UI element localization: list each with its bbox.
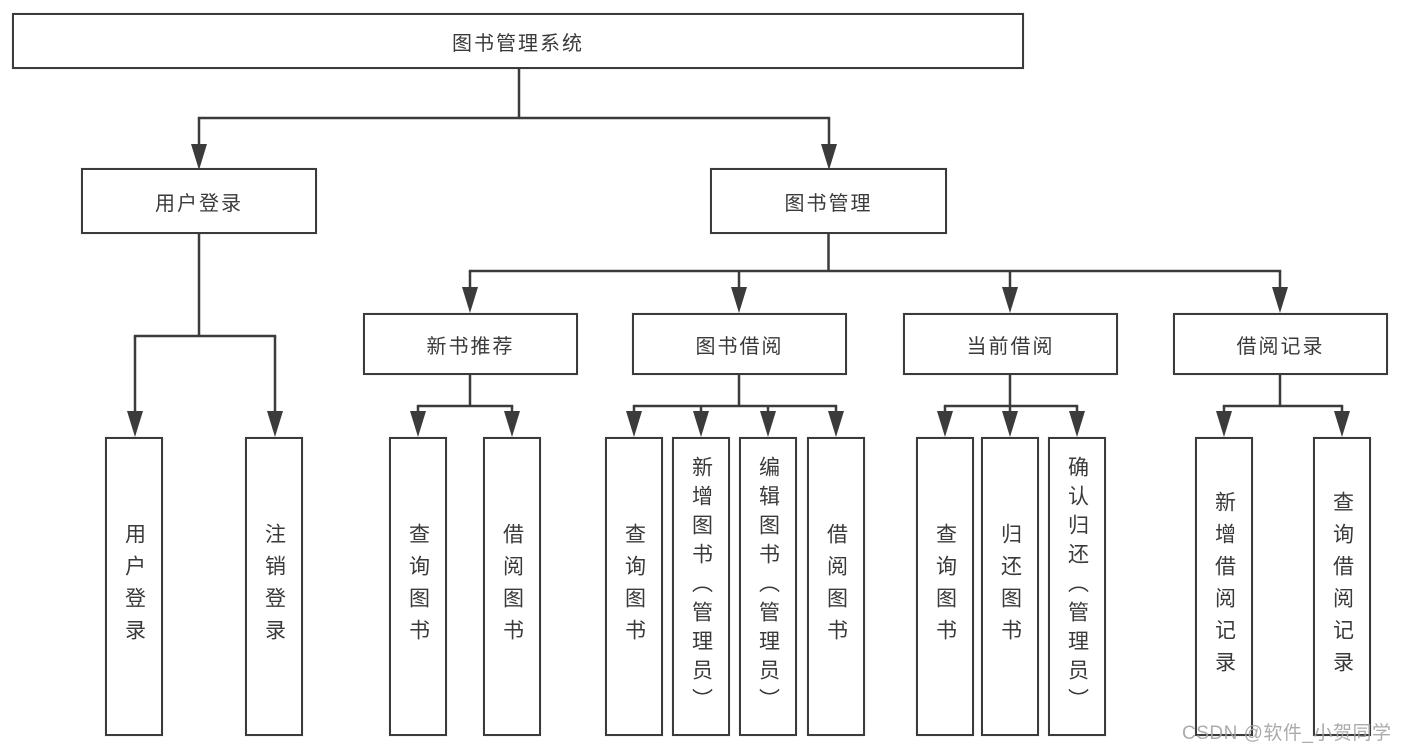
node-borrow-records: 借阅记录 — [1173, 313, 1388, 375]
leaf-logout: 注销登录 — [245, 437, 303, 736]
node-new-book-recommend-label: 新书推荐 — [426, 335, 515, 358]
leaf-query-borrow-record-label: 查询借阅记录 — [1330, 490, 1354, 683]
leaf-confirm-return-admin-label: 确认归还（管理员） — [1065, 456, 1089, 717]
leaf-edit-book-admin-label: 编辑图书（管理员） — [756, 456, 780, 717]
leaf-edit-book-admin: 编辑图书（管理员） — [739, 437, 797, 736]
connector-new-book-recommend-to-leaves — [410, 375, 520, 437]
leaf-add-borrow-record-label: 新增借阅记录 — [1212, 490, 1236, 683]
node-user-login-label: 用户登录 — [155, 192, 243, 215]
node-book-borrow: 图书借阅 — [632, 313, 847, 375]
connector-current-borrow-to-leaves — [937, 375, 1085, 437]
leaf-return-books: 归还图书 — [981, 437, 1039, 736]
leaf-add-book-admin-label: 新增图书（管理员） — [689, 456, 713, 717]
leaf-return-books-label: 归还图书 — [998, 522, 1022, 651]
leaf-borrow-books-recommend-label: 借阅图书 — [500, 522, 524, 651]
leaf-query-books-borrow-label: 查询图书 — [622, 522, 646, 651]
connector-book-management-to-level3 — [462, 234, 1288, 313]
node-root-system: 图书管理系统 — [12, 13, 1024, 69]
leaf-query-books-recommend: 查询图书 — [389, 437, 447, 736]
leaf-query-books-recommend-label: 查询图书 — [406, 522, 430, 651]
leaf-logout-label: 注销登录 — [262, 522, 286, 651]
node-current-borrow: 当前借阅 — [903, 313, 1118, 375]
leaf-borrow-books-label: 借阅图书 — [824, 522, 848, 651]
connector-root-to-level2 — [191, 69, 837, 170]
csdn-watermark: CSDN @软件_小贺同学 — [1182, 723, 1392, 744]
leaf-confirm-return-admin: 确认归还（管理员） — [1048, 437, 1106, 736]
leaf-query-books-current: 查询图书 — [916, 437, 974, 736]
leaf-query-books-borrow: 查询图书 — [605, 437, 663, 736]
leaf-borrow-books-recommend: 借阅图书 — [483, 437, 541, 736]
connector-book-borrow-to-leaves — [626, 375, 844, 437]
node-book-management-label: 图书管理 — [784, 192, 873, 215]
leaf-query-books-current-label: 查询图书 — [933, 522, 957, 651]
leaf-borrow-books: 借阅图书 — [807, 437, 865, 736]
leaf-add-borrow-record: 新增借阅记录 — [1195, 437, 1253, 736]
connector-user-login-to-leaves — [127, 234, 283, 437]
leaf-add-book-admin: 新增图书（管理员） — [672, 437, 730, 736]
node-borrow-records-label: 借阅记录 — [1236, 335, 1325, 358]
node-book-management: 图书管理 — [710, 168, 947, 234]
node-new-book-recommend: 新书推荐 — [363, 313, 578, 375]
leaf-user-login-label: 用户登录 — [122, 522, 146, 651]
connector-borrow-records-to-leaves — [1216, 375, 1350, 437]
node-current-borrow-label: 当前借阅 — [966, 335, 1055, 358]
node-user-login: 用户登录 — [81, 168, 317, 234]
leaf-query-borrow-record: 查询借阅记录 — [1313, 437, 1371, 736]
leaf-user-login: 用户登录 — [105, 437, 163, 736]
node-book-borrow-label: 图书借阅 — [695, 335, 784, 358]
node-root-label: 图书管理系统 — [452, 32, 584, 55]
